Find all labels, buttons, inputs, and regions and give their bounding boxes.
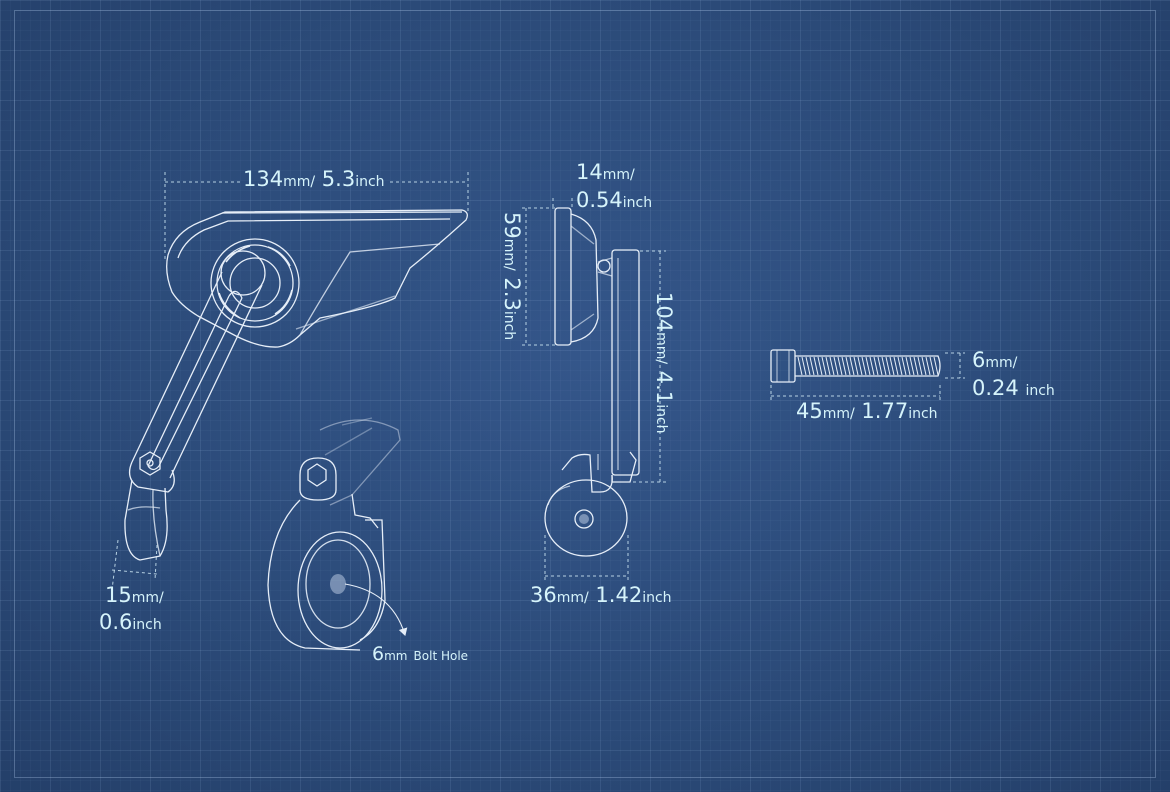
callout-unit: mm: [384, 649, 408, 663]
dim-mm-value: 36: [530, 583, 557, 607]
dim-inch-value: 0.24: [972, 376, 1019, 400]
mirror-side-view: [544, 207, 640, 557]
dimension-lines: [111, 172, 965, 591]
dim-inch-value: 4.1: [652, 370, 676, 405]
thread-line: [913, 356, 919, 376]
dim-inch-value: 5.3: [321, 167, 356, 191]
thread-line: [825, 356, 831, 376]
dim-separator: /: [501, 266, 517, 271]
callout-text: Bolt Hole: [413, 649, 469, 663]
thread-line: [845, 356, 851, 376]
dim-mm-unit: mm: [985, 355, 1013, 371]
thread-line: [849, 356, 855, 376]
thread-line: [853, 356, 859, 376]
dim-mm-unit: mm: [653, 332, 669, 360]
thread-line: [877, 356, 883, 376]
dim-inch-value: 2.3: [500, 277, 524, 311]
dim-inch-unit: inch: [501, 310, 517, 341]
dim-mm-unit: mm: [501, 238, 517, 267]
dim-mm-unit: mm: [602, 167, 631, 183]
thread-line: [805, 356, 811, 376]
dim-mm-value: 6: [972, 348, 986, 372]
dim-mm-unit: mm: [283, 174, 311, 190]
thread-line: [797, 356, 803, 376]
thread-line: [901, 356, 907, 376]
dim-mm-unit: mm: [556, 590, 585, 606]
dim-mm-unit: mm: [822, 406, 851, 422]
thread-line: [933, 356, 939, 376]
dim-inch-unit: inch: [653, 404, 669, 434]
thread-line: [917, 356, 923, 376]
clamp-detail-view: [267, 417, 408, 651]
dim-mm-value: 59: [500, 212, 524, 239]
dim-mirror-width: 134mm/ 5.3inch: [243, 167, 385, 191]
thread-line: [881, 356, 887, 376]
dim-inch-value: 1.77: [861, 399, 909, 423]
thread-line: [893, 356, 899, 376]
dim-mm-value: 15: [105, 583, 132, 607]
thread-line: [897, 356, 903, 376]
dim-mm-value: 14: [576, 160, 603, 184]
dim-inch-unit: inch: [622, 195, 653, 211]
dim-separator: /: [310, 174, 316, 190]
dim-inch-unit: inch: [355, 174, 385, 190]
thread-line: [821, 356, 827, 376]
thread-line: [885, 356, 891, 376]
dim-mirror-height: 59mm/ 2.3inch: [500, 212, 524, 340]
thread-line: [909, 356, 915, 376]
dim-separator: /: [653, 359, 669, 365]
thread-line: [837, 356, 843, 376]
dim-inch-unit: inch: [908, 406, 938, 422]
thread-line: [865, 356, 871, 376]
thread-line: [809, 356, 815, 376]
dim-inch-value: 0.54: [576, 188, 623, 212]
dim-inch-unit: inch: [132, 617, 162, 633]
thread-line: [873, 356, 879, 376]
thread-line: [829, 356, 835, 376]
thread-line: [869, 356, 875, 376]
dim-mm-value: 45: [796, 399, 823, 423]
dim-inch-value: 1.42: [595, 583, 643, 607]
thread-line: [861, 356, 867, 376]
dim-bolt-diameter: 6mm/ 0.24 inch: [972, 348, 1055, 404]
dim-clamp-width: 15mm/ 0.6inch: [99, 583, 164, 637]
thread-line: [813, 356, 819, 376]
dim-inch-unit: inch: [642, 590, 672, 606]
dim-mm-unit: mm: [131, 590, 160, 606]
thread-line: [801, 356, 807, 376]
thread-line: [905, 356, 911, 376]
thread-line: [921, 356, 927, 376]
dim-inch-unit: inch: [1025, 383, 1055, 399]
callout-bolt-hole: 6mm Bolt Hole: [372, 643, 468, 665]
dim-separator: /: [584, 590, 589, 606]
dim-separator: /: [850, 406, 855, 422]
dim-separator: /: [630, 167, 635, 183]
thread-line: [841, 356, 847, 376]
bolt-view: [770, 349, 941, 383]
dim-bolt-length: 45mm/ 1.77inch: [796, 399, 938, 423]
thread-line: [889, 356, 895, 376]
thread-line: [857, 356, 863, 376]
dim-mm-value: 104: [652, 292, 676, 333]
dim-arm-length: 104mm/ 4.1inch: [652, 292, 676, 434]
blueprint-frame: [14, 10, 1156, 778]
mirror-front-view: [124, 209, 468, 561]
thread-line: [817, 356, 823, 376]
thread-line: [833, 356, 839, 376]
dim-mirror-depth: 14mm/ 0.54inch: [576, 160, 652, 216]
dim-separator: /: [159, 590, 164, 606]
dim-clamp-diameter: 36mm/ 1.42inch: [530, 583, 672, 607]
callout-value: 6: [372, 643, 385, 665]
dim-separator: /: [1012, 355, 1018, 371]
thread-line: [925, 356, 931, 376]
dim-mm-value: 134: [243, 167, 284, 191]
thread-line: [929, 356, 935, 376]
bolt-threads: [797, 356, 939, 376]
dim-inch-value: 0.6: [99, 610, 133, 634]
